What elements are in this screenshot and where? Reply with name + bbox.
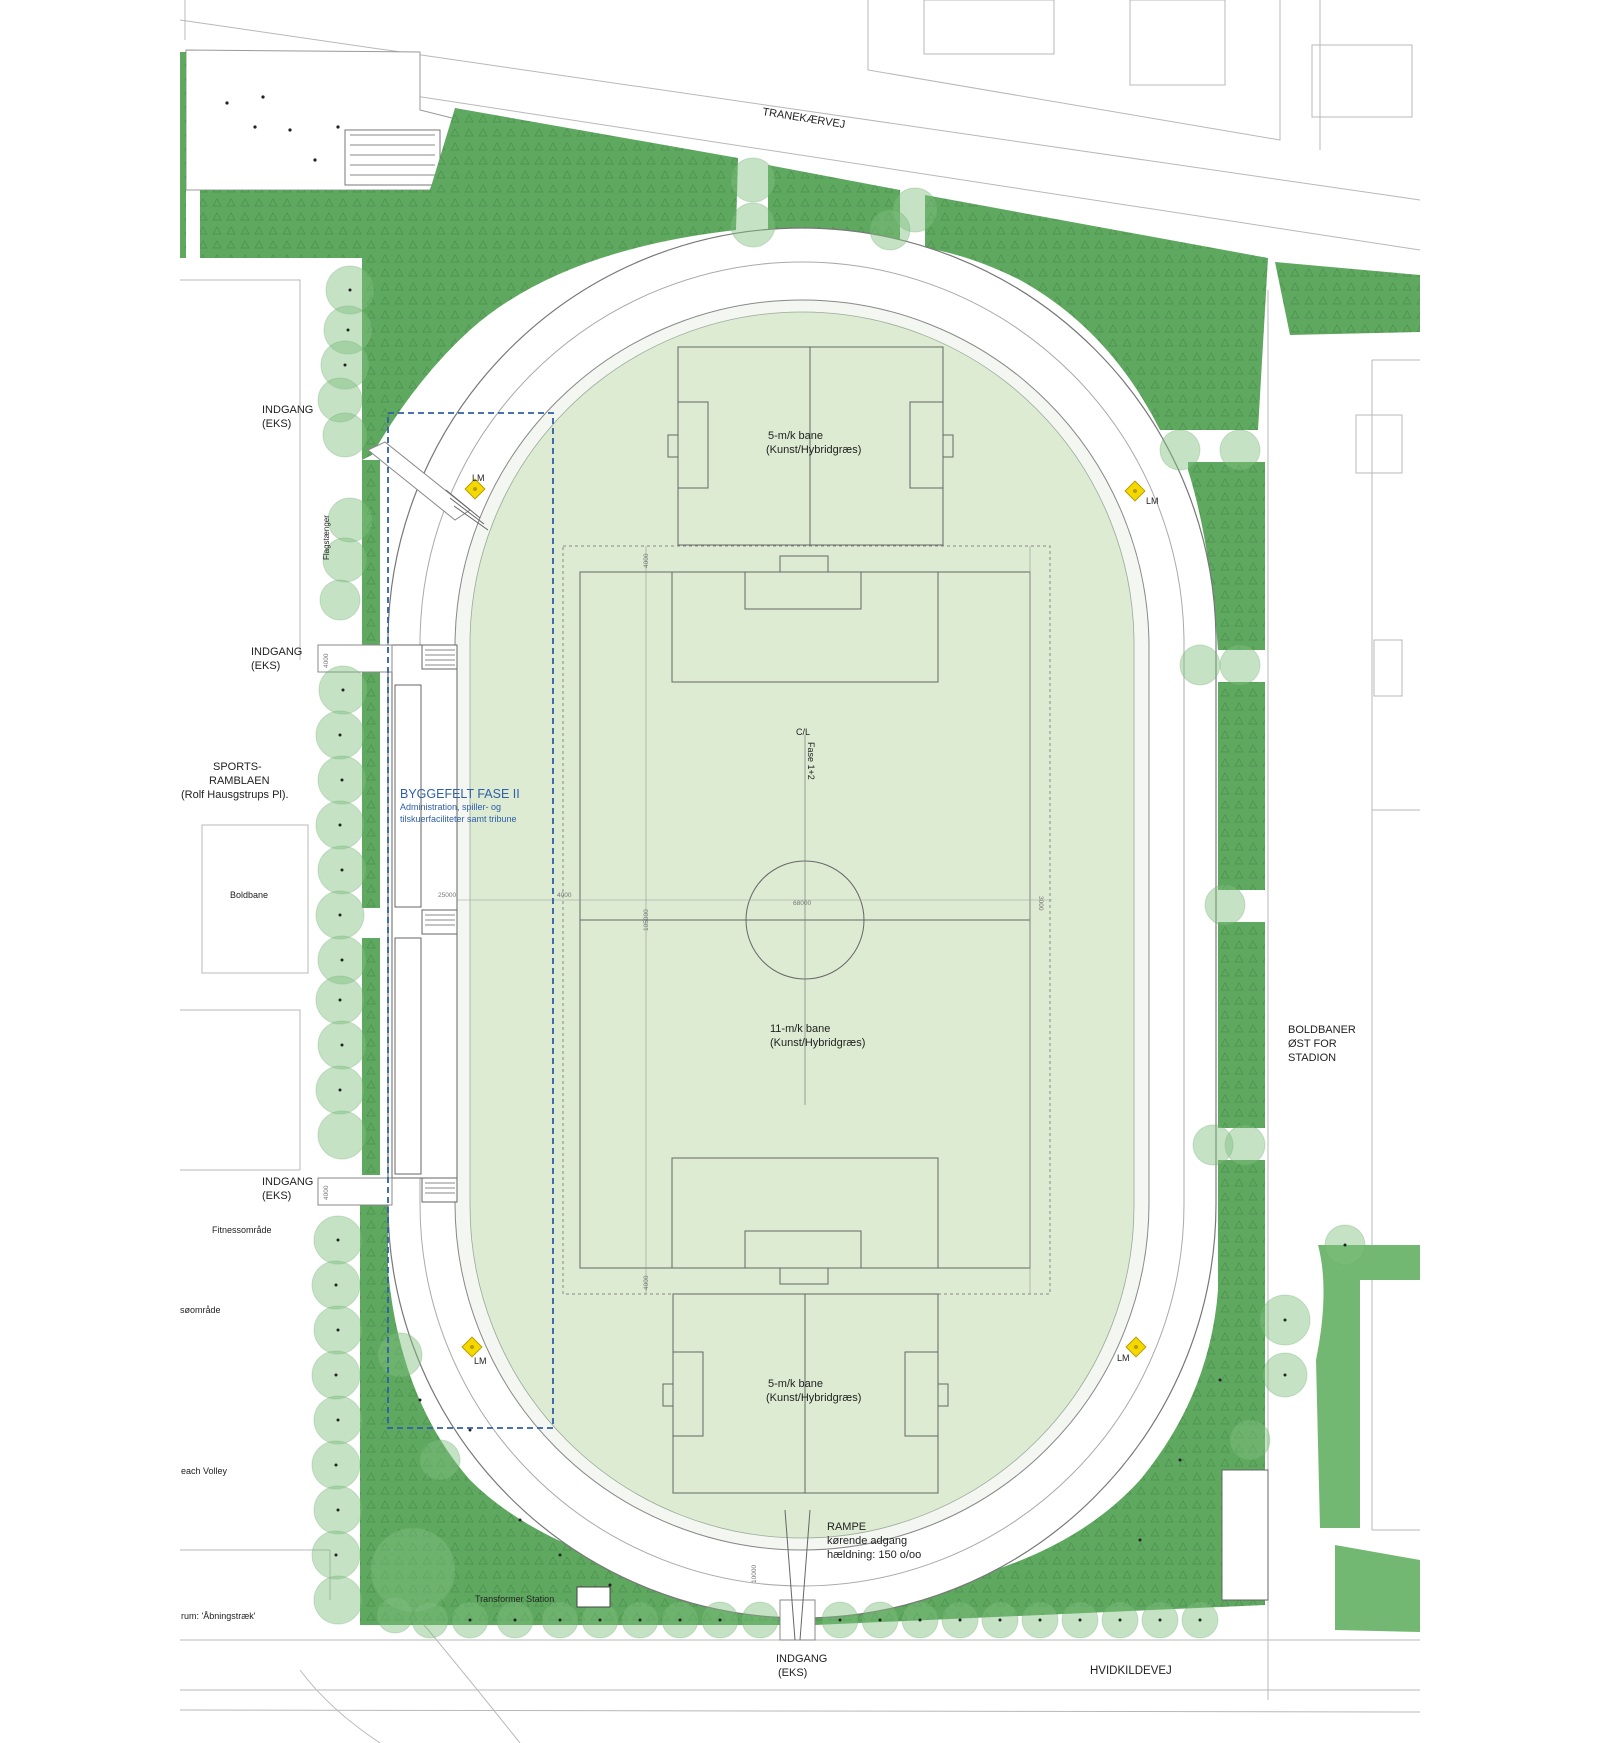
east-building xyxy=(1221,1469,1269,1601)
sports-label-3: (Rolf Hausgstrups Pl). xyxy=(181,789,289,801)
byggefelt-line1: Administration, spiller- og xyxy=(400,802,501,812)
entrance-wl-label-1: INDGANG xyxy=(262,1176,313,1188)
dim-w3: 68000 xyxy=(793,900,811,907)
rampe-label-3: hældning: 150 o/oo xyxy=(827,1549,921,1561)
grass-areas xyxy=(180,52,1420,1632)
lm-se-label: LM xyxy=(1117,1353,1130,1363)
floodlight-sw xyxy=(461,1336,483,1358)
pitch-main-label-2: (Kunst/Hybridgræs) xyxy=(770,1037,865,1049)
flag-label: Flagstænger xyxy=(322,515,331,560)
east-label-1: BOLDBANER xyxy=(1288,1024,1356,1036)
dim-w4: 3000 xyxy=(1037,896,1044,911)
rampe-label-2: kørende adgang xyxy=(827,1535,907,1547)
entrance-nw-label-1: INDGANG xyxy=(262,404,313,416)
tree-dots xyxy=(334,288,1347,1622)
east-label-3: STADION xyxy=(1288,1052,1336,1064)
byggefelt-line2: tilskuerfaciliteter samt tribune xyxy=(400,814,517,824)
nw-plaza xyxy=(185,49,461,191)
pitch-main-label-1: 11-m/k bane xyxy=(770,1023,830,1035)
trees xyxy=(311,157,1366,1639)
rum-label: rum: 'Åbningstræk' xyxy=(181,1611,256,1621)
sports-label-2: RAMBLAEN xyxy=(209,775,270,787)
fitness-label: Fitnessområde xyxy=(212,1225,272,1235)
dim-v1: 4000 xyxy=(643,553,650,568)
entrance-wl-label-2: (EKS) xyxy=(262,1190,291,1202)
boldbane-label: Boldbane xyxy=(230,890,268,900)
pitch-north xyxy=(667,346,954,546)
street-south-label: HVIDKILDEVEJ xyxy=(1090,1665,1172,1677)
dim-e2: 4000 xyxy=(323,1185,330,1200)
entrance-s-label-2: (EKS) xyxy=(778,1667,807,1679)
entrance-s-label-1: INDGANG xyxy=(776,1653,827,1665)
dim-e1: 4000 xyxy=(323,653,330,668)
dim-s1: 10000 xyxy=(751,1565,758,1583)
east-label-2: ØST FOR xyxy=(1288,1038,1337,1050)
street-north-label: TRANEKÆRVEJ xyxy=(762,106,846,131)
entrance-w-label-2: (EKS) xyxy=(251,660,280,672)
grandstand xyxy=(391,644,458,1203)
pitch-south xyxy=(662,1293,949,1494)
floodlight-se xyxy=(1125,1336,1147,1358)
byggefelt-boundary xyxy=(387,412,554,1429)
omraade-label: søområde xyxy=(180,1305,221,1315)
rampe-label-1: RAMPE xyxy=(827,1521,866,1533)
centerline-label: C/L xyxy=(796,727,810,737)
entrance-w-label-1: INDGANG xyxy=(251,646,302,658)
lm-sw-label: LM xyxy=(474,1356,487,1366)
sports-label-1: SPORTS- xyxy=(213,761,262,773)
floodlights xyxy=(461,478,1147,1358)
byggefelt-title: BYGGEFELT FASE II xyxy=(400,787,520,801)
dim-v2: 105000 xyxy=(643,909,650,931)
floodlight-nw xyxy=(464,478,486,500)
transformer-label: Transformer Station xyxy=(475,1594,554,1604)
pitch-north-label-1: 5-m/k bane xyxy=(768,430,823,442)
fase-label: Fase 1+2 xyxy=(806,742,816,780)
dim-v3: 4000 xyxy=(643,1275,650,1290)
beach-label: each Volley xyxy=(181,1466,228,1476)
dim-w1: 25000 xyxy=(438,892,456,899)
context-linework xyxy=(179,0,1421,1743)
floodlight-ne xyxy=(1124,480,1146,502)
transformer-box xyxy=(576,1586,611,1608)
lm-nw-label: LM xyxy=(472,473,485,483)
entrance-nw-label-2: (EKS) xyxy=(262,418,291,430)
pitch-north-label-2: (Kunst/Hybridgræs) xyxy=(766,444,861,456)
pitch-south-label-1: 5-m/k bane xyxy=(768,1378,823,1390)
dim-w2: 4000 xyxy=(557,892,572,899)
track xyxy=(387,227,1217,1619)
pitch-main xyxy=(398,545,1052,1295)
pitch-south-label-2: (Kunst/Hybridgræs) xyxy=(766,1392,861,1404)
lm-ne-label: LM xyxy=(1146,496,1159,506)
entrance-paths xyxy=(317,441,816,1641)
